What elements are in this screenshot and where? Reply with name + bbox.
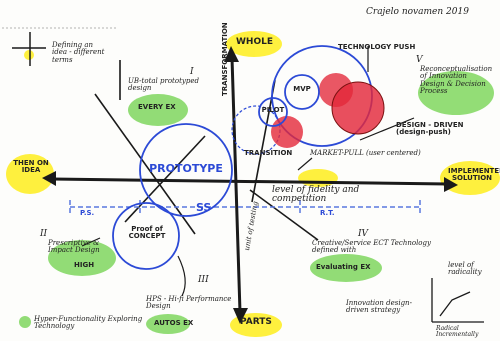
rt-label: R.T. [320,209,335,217]
technology-push-label: TECHNOLOGY PUSH [338,43,416,51]
mvp-circle [284,74,320,110]
diagonal-lines [94,60,319,241]
market-pull-label: MARKET-PULL (user centered) [310,149,421,157]
axis-right-label: IMPLEMENTED SOLUTION [448,167,500,183]
corner-cross [12,32,46,66]
roman-i: I [190,67,194,77]
technology-push-quote: Reconceptualisation of Innovation Design… [420,65,493,96]
pilot-label: PILOT [261,106,285,114]
ps-label: P.S. [80,209,95,217]
innovation-strategy-label: Innovation design-driven strategy [346,299,412,315]
section-iii-badge: AUTOS EX [154,319,194,327]
roman-iii: III [198,275,209,285]
section-ii-badge: HIGH [74,261,95,269]
axis-left-label: THEN ON IDEA [13,159,49,175]
horizontal-axis [42,171,458,192]
transformation-label: TRANSFORMATION [221,22,229,96]
transition-label: TRANSITION [244,149,293,157]
corner-note: Defining an idea - different terms [52,41,105,64]
annotation-arrows [81,46,415,297]
ss-label: SS [196,201,212,214]
mvp-label: MVP [293,85,311,93]
proof-of-concept-label: Proof of CONCEPT [128,225,166,241]
mini-axis-label: level of radicality [448,261,482,277]
roman-ii: II [40,229,48,239]
section-ii-text: Prescriptive & Impact Design [48,239,100,255]
pilot-circle [258,97,288,127]
fidelity-label: level of fidelity and competition [272,185,360,205]
signature: Crajelo novamen 2019 [366,7,469,17]
prototype-label: PROTOTYPE [149,162,223,175]
prototype-circle [139,123,233,217]
roman-iv: IV [358,229,369,239]
mini-axis-x-label: Radical Incrementally [436,325,479,339]
roman-v: V [416,55,423,65]
section-i-text: UB-total prototyped design [128,77,199,93]
axis-top-label: WHOLE [236,37,273,47]
vertical-axis [224,46,248,324]
axis-bottom-label: PARTS [240,317,272,327]
section-i-badge: EVERY EX [138,103,176,111]
section-iv-badge: Evaluating EX [316,263,371,271]
mini-axis [431,278,484,323]
bottom-note: Hyper-Functionality Exploring Technology [34,315,143,331]
design-driven-label: DESIGN - DRIVEN (design-push) [396,121,464,137]
proof-of-concept-circle [112,202,180,270]
section-iii-text: HPS - Hi-fi Performance Design [146,295,232,311]
section-iv-text: Creative/Service ECT Technology defined … [312,239,431,255]
